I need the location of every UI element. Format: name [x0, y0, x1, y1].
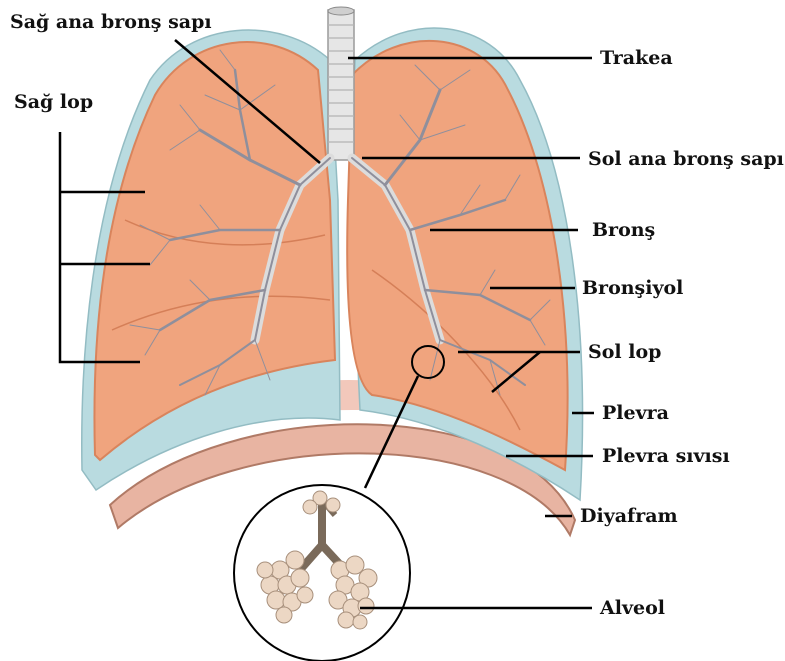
trachea: [328, 7, 354, 160]
label-left-lobe: Sol lop: [588, 341, 661, 363]
label-right-main-bronchus: Sağ ana bronş sapı: [10, 11, 212, 33]
alveolus-magnifier: [234, 485, 410, 661]
label-diaphragm: Diyafram: [580, 505, 678, 527]
label-left-main-bronchus: Sol ana bronş sapı: [588, 148, 784, 170]
label-pleura: Plevra: [602, 402, 669, 424]
label-pleural-fluid: Plevra sıvısı: [602, 445, 730, 467]
label-bronchiole: Bronşiyol: [582, 277, 683, 299]
label-bronchus: Bronş: [592, 219, 655, 241]
label-right-lobe: Sağ lop: [14, 91, 93, 113]
label-alveolus: Alveol: [599, 597, 665, 619]
label-trachea: Trakea: [600, 47, 673, 69]
